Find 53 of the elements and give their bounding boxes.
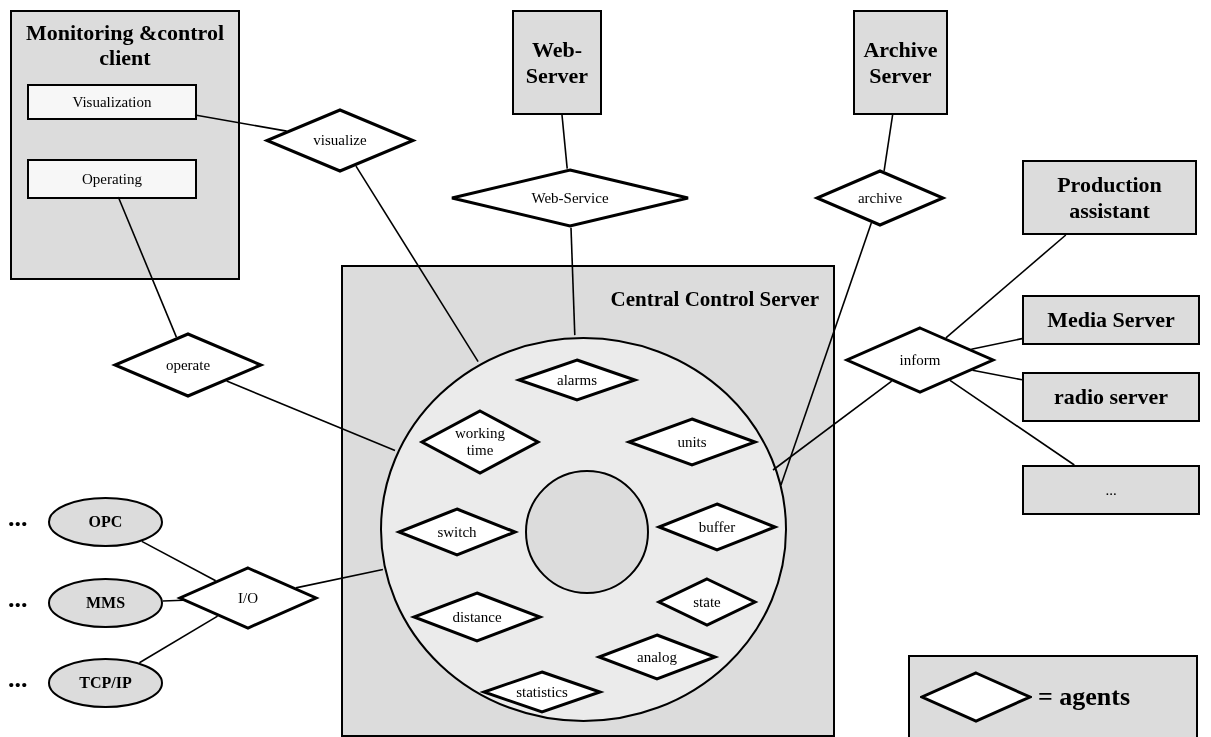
agent-diamond: inform <box>845 326 995 394</box>
continuation-mark: ... <box>8 586 28 612</box>
connector-line <box>117 196 178 338</box>
agent-diamond: visualize <box>265 108 415 173</box>
connector-line <box>570 226 576 336</box>
server-box: Web- Server <box>512 10 602 115</box>
agent-diamond: distance <box>412 591 542 643</box>
panel-title: Monitoring &control client <box>24 20 226 71</box>
agent-diamond: analog <box>597 633 717 681</box>
protocol-ellipse: OPC <box>48 497 163 547</box>
protocol-ellipse: TCP/IP <box>48 658 163 708</box>
function-box: Operating <box>27 159 197 199</box>
agent-diamond: units <box>627 417 757 467</box>
core-circle <box>525 470 649 594</box>
agent-diamond: Web-Service <box>450 168 690 228</box>
agent-diamond: switch <box>397 507 517 557</box>
legend-text: = agents <box>1038 682 1131 712</box>
agent-diamond: alarms <box>517 358 637 402</box>
connector-line <box>945 234 1067 339</box>
continuation-mark: ... <box>8 666 28 692</box>
agent-diamond: I/O <box>178 566 318 630</box>
function-box: Visualization <box>27 84 197 120</box>
agent-diamond: working time <box>420 409 540 475</box>
connector-line <box>194 114 288 132</box>
agent-diamond: buffer <box>657 502 777 552</box>
connector-line <box>141 540 217 582</box>
connector-line <box>949 379 1076 466</box>
connector-line <box>162 599 184 602</box>
connector-line <box>780 222 873 486</box>
server-panel <box>341 265 835 737</box>
server-box: radio server <box>1022 372 1200 422</box>
connector-line <box>225 380 396 452</box>
connector-line <box>970 337 1023 351</box>
server-box: ... <box>1022 465 1200 515</box>
agent-diamond: statistics <box>482 670 602 714</box>
connector-line <box>295 568 384 589</box>
connector-line <box>971 369 1023 381</box>
connector-line <box>138 615 219 664</box>
connector-line <box>561 114 568 170</box>
server-box: Production assistant <box>1022 160 1197 235</box>
agent-diamond: state <box>657 577 757 627</box>
panel-title: Central Control Server <box>610 287 819 312</box>
connector-line <box>355 165 479 363</box>
connector-line <box>883 114 894 172</box>
agent-diamond: operate <box>113 332 263 398</box>
protocol-ellipse: MMS <box>48 578 163 628</box>
server-box: Media Server <box>1022 295 1200 345</box>
connector-line <box>772 380 893 471</box>
server-box: Archive Server <box>853 10 948 115</box>
client-panel <box>10 10 240 280</box>
continuation-mark: ... <box>8 505 28 531</box>
data-ellipse <box>380 337 787 722</box>
agent-diamond: archive <box>815 169 945 227</box>
